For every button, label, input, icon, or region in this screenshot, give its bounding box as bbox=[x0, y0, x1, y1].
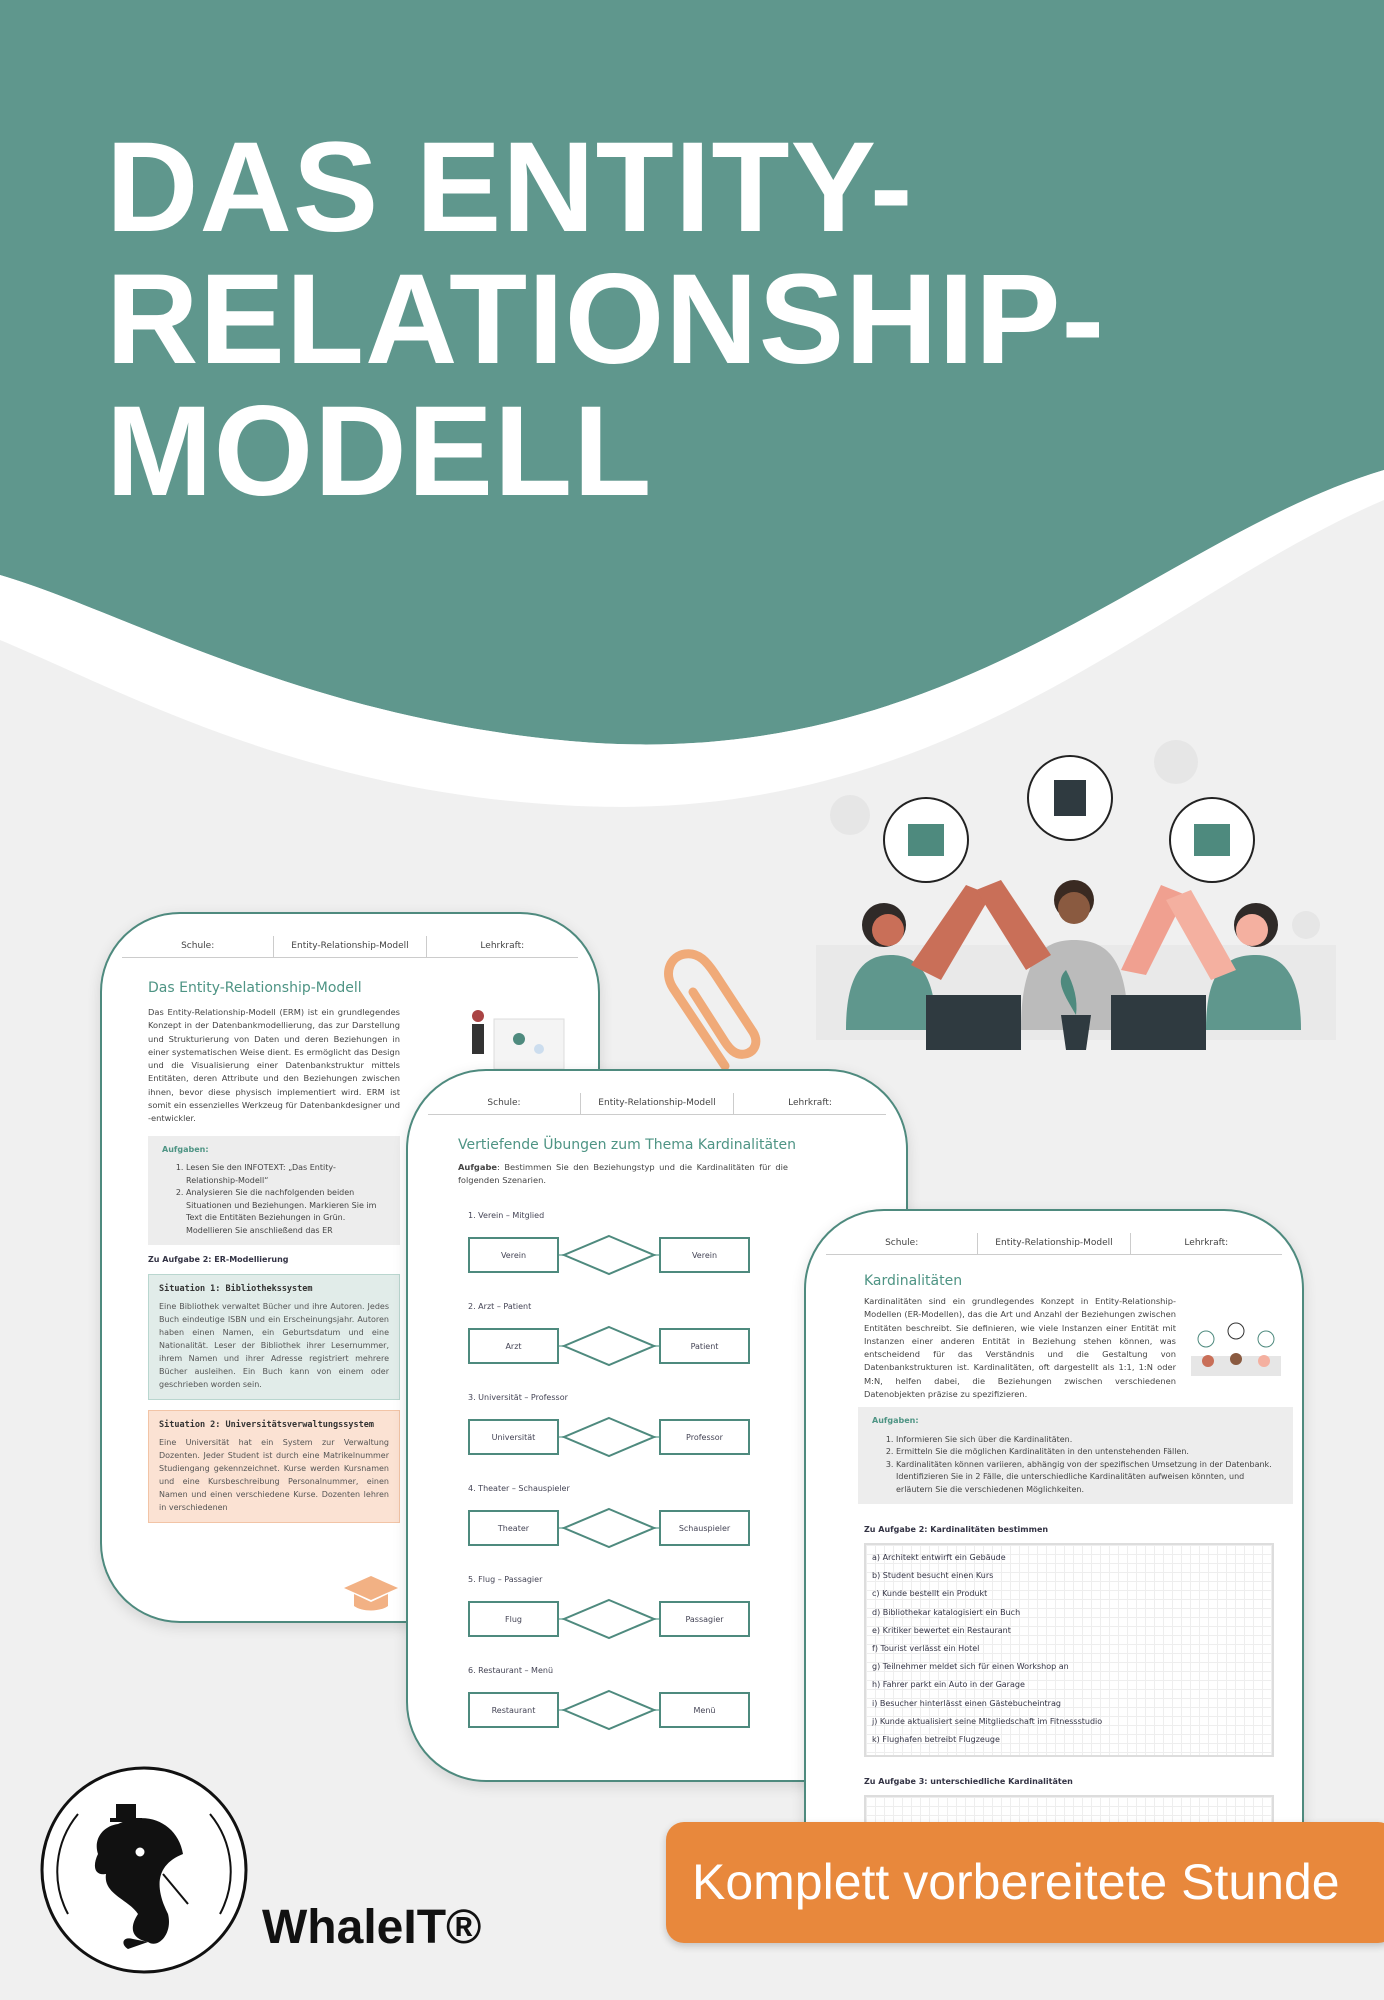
relationship-diamond bbox=[558, 1507, 660, 1549]
subject-label: Entity-Relationship-Modell bbox=[274, 936, 427, 957]
hero-banner bbox=[0, 0, 1384, 807]
entity-box-right: Passagier bbox=[659, 1601, 750, 1637]
tasks-box: Aufgaben: Informieren Sie sich über die K… bbox=[858, 1407, 1293, 1504]
entity-box-left: Theater bbox=[468, 1510, 559, 1546]
case-item: d) Bibliothekar katalogisiert ein Buch bbox=[872, 1607, 1021, 1617]
doc-header: Schule:Entity-Relationship-Modell Lehrkra… bbox=[826, 1233, 1282, 1255]
doc-title: Das Entity-Relationship-Modell bbox=[148, 980, 362, 996]
tasks-label: Aufgaben: bbox=[872, 1416, 919, 1425]
puzzle-bubble-icon bbox=[1169, 797, 1255, 883]
entity-box-right: Professor bbox=[659, 1419, 750, 1455]
doc-title: Vertiefende Übungen zum Thema Kardinalit… bbox=[458, 1137, 797, 1153]
task-text: : Bestimmen Sie den Beziehungstyp und di… bbox=[458, 1162, 788, 1186]
situation-text: Eine Bibliothek verwaltet Bücher und ihr… bbox=[159, 1302, 389, 1390]
page-title: DAS ENTITY- RELATIONSHIP- MODELL bbox=[106, 122, 1105, 518]
school-label: Schule: bbox=[826, 1233, 979, 1254]
situation-2-box: Situation 2: Universitätsverwaltungssyst… bbox=[148, 1410, 400, 1524]
tasks-box: Aufgaben: Lesen Sie den INFOTEXT: „Das En… bbox=[148, 1135, 400, 1246]
title-line: RELATIONSHIP- bbox=[106, 248, 1106, 391]
relationship-diamond bbox=[558, 1416, 660, 1458]
teamwork-mini-illustration bbox=[1191, 1322, 1281, 1376]
case-item: k) Flughafen betreibt Flugzeuge bbox=[872, 1735, 1000, 1745]
task-label: Aufgabe bbox=[458, 1162, 498, 1172]
task-item: Kardinalitäten können variieren, abhängi… bbox=[896, 1459, 1279, 1497]
task-item: Ermitteln Sie die möglichen Kardinalität… bbox=[896, 1446, 1279, 1459]
doc-header: Schule:Entity-Relationship-Modell Lehrkra… bbox=[122, 936, 578, 958]
entity-box-right: Menü bbox=[659, 1692, 750, 1728]
task-item: Lesen Sie den INFOTEXT: „Das Entity-Rela… bbox=[186, 1162, 386, 1187]
er-item-label: 1. Verein – Mitglied bbox=[468, 1211, 545, 1220]
doc1-content: Das Entity-Relationship-Modell Das Entit… bbox=[148, 980, 400, 1524]
er-item-label: 5. Flug – Passagier bbox=[468, 1575, 543, 1584]
relationship-diamond bbox=[558, 1689, 660, 1731]
entity-box-left: Arzt bbox=[468, 1328, 559, 1364]
entity-box-left: Flug bbox=[468, 1601, 559, 1637]
subject-label: Entity-Relationship-Modell bbox=[978, 1233, 1131, 1254]
task-item: Informieren Sie sich über die Kardinalit… bbox=[896, 1434, 1279, 1447]
relationship-diamond bbox=[558, 1234, 660, 1276]
teacher-label: Lehrkraft: bbox=[480, 941, 525, 951]
doc-intro: Kardinalitäten sind ein grundlegendes Ko… bbox=[864, 1296, 1176, 1400]
section-heading: Zu Aufgabe 2: ER-Modellierung bbox=[148, 1255, 289, 1265]
er-item-label: 3. Universität – Professor bbox=[468, 1393, 568, 1402]
situation-title: Situation 1: Bibliothekssystem bbox=[159, 1284, 313, 1295]
entity-box-right: Schauspieler bbox=[659, 1510, 750, 1546]
subject-label: Entity-Relationship-Modell bbox=[581, 1093, 734, 1114]
doc-title: Kardinalitäten bbox=[864, 1273, 963, 1289]
section-heading: Zu Aufgabe 2: Kardinalitäten bestimmen bbox=[864, 1525, 1049, 1534]
case-item: h) Fahrer parkt ein Auto in der Garage bbox=[872, 1680, 1025, 1690]
case-item: a) Architekt entwirft ein Gebäude bbox=[872, 1553, 1006, 1562]
section-heading: Zu Aufgabe 3: unterschiedliche Kardinali… bbox=[864, 1777, 1073, 1786]
complete-lesson-banner[interactable]: Komplett vorbereitete Stunde bbox=[666, 1822, 1384, 1943]
relationship-diamond bbox=[558, 1598, 660, 1640]
er-item-label: 2. Arzt – Patient bbox=[468, 1302, 532, 1311]
doc-intro: Das Entity-Relationship-Modell (ERM) ist… bbox=[148, 1007, 400, 1124]
case-item: f) Tourist verlässt ein Hotel bbox=[872, 1644, 980, 1654]
doc-header: Schule:Entity-Relationship-Modell Lehrkra… bbox=[428, 1093, 886, 1115]
cases-grid: a) Architekt entwirft ein Gebäude b) Stud… bbox=[864, 1543, 1274, 1757]
brand-name: WhaleIT® bbox=[262, 1901, 482, 1954]
whale-logo bbox=[40, 1766, 248, 1974]
case-item: c) Kunde bestellt ein Produkt bbox=[872, 1589, 988, 1599]
er-item-label: 4. Theater – Schauspieler bbox=[468, 1484, 570, 1493]
puzzle-bubble-icon bbox=[1027, 755, 1113, 841]
case-item: b) Student besucht einen Kurs bbox=[872, 1571, 994, 1581]
entity-box-left: Verein bbox=[468, 1237, 559, 1273]
puzzle-bubble-icon bbox=[883, 797, 969, 883]
situation-text: Eine Universität hat ein System zur Verw… bbox=[159, 1438, 389, 1513]
title-line: MODELL bbox=[106, 380, 653, 523]
teamwork-illustration bbox=[816, 740, 1336, 1050]
task-item: Analysieren Sie die nachfolgenden beiden… bbox=[186, 1187, 386, 1237]
case-item: i) Besucher hinterlässt einen Gästebuche… bbox=[872, 1698, 1061, 1708]
teacher-label: Lehrkraft: bbox=[788, 1098, 832, 1108]
situation-title: Situation 2: Universitätsverwaltungssyst… bbox=[159, 1420, 374, 1431]
entity-box-right: Verein bbox=[659, 1237, 750, 1273]
paperclip-icon bbox=[664, 949, 761, 1071]
er-item-label: 6. Restaurant – Menü bbox=[468, 1666, 554, 1675]
worksheet-preview-cardinality-exercises: Schule:Entity-Relationship-Modell Lehrkra… bbox=[406, 1069, 908, 1782]
graduation-cap-icon bbox=[344, 1576, 398, 1611]
school-label: Schule: bbox=[122, 936, 275, 957]
entity-box-left: Restaurant bbox=[468, 1692, 559, 1728]
relationship-diamond bbox=[558, 1325, 660, 1367]
case-item: j) Kunde aktualisiert seine Mitgliedscha… bbox=[872, 1716, 1103, 1726]
case-item: g) Teilnehmer meldet sich für einen Work… bbox=[872, 1662, 1069, 1672]
tasks-label: Aufgaben: bbox=[162, 1144, 209, 1154]
school-label: Schule: bbox=[428, 1093, 581, 1114]
worksheet-preview-cardinalities: Schule:Entity-Relationship-Modell Lehrkra… bbox=[804, 1209, 1304, 1869]
entity-box-right: Patient bbox=[659, 1328, 750, 1364]
entity-box-left: Universität bbox=[468, 1419, 559, 1455]
title-line: DAS ENTITY- bbox=[106, 116, 914, 259]
presenter-illustration bbox=[472, 1010, 565, 1070]
case-item: e) Kritiker bewertet ein Restaurant bbox=[872, 1625, 1011, 1635]
teacher-label: Lehrkraft: bbox=[1184, 1238, 1229, 1248]
